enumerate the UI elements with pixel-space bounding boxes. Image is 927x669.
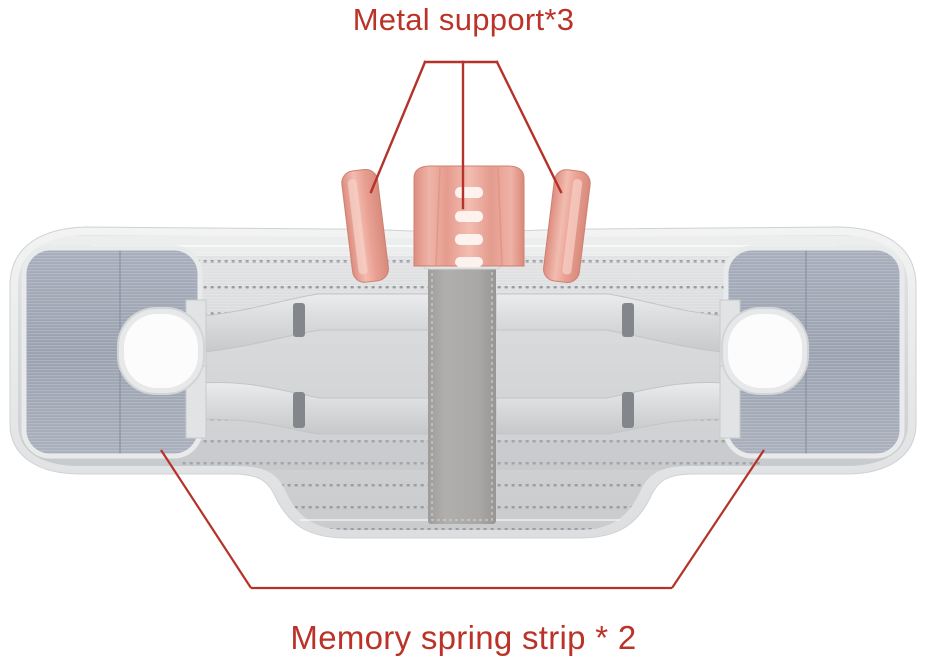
left-velcro-patch: [117, 307, 205, 395]
bottom-leader-left: [160, 449, 252, 589]
right-metal-support: [543, 169, 591, 284]
memory-spring-strip-label: Memory spring strip * 2: [290, 619, 637, 656]
top-leader-right: [495, 60, 563, 194]
left-end-panel: [21, 245, 203, 459]
right-end-panel: [723, 245, 905, 459]
metal-support-label: Metal support*3: [352, 2, 575, 37]
left-metal-support: [341, 168, 389, 283]
top-leader-left: [369, 60, 427, 194]
bottom-leader-right: [671, 449, 765, 589]
right-velcro-patch: [721, 307, 809, 395]
